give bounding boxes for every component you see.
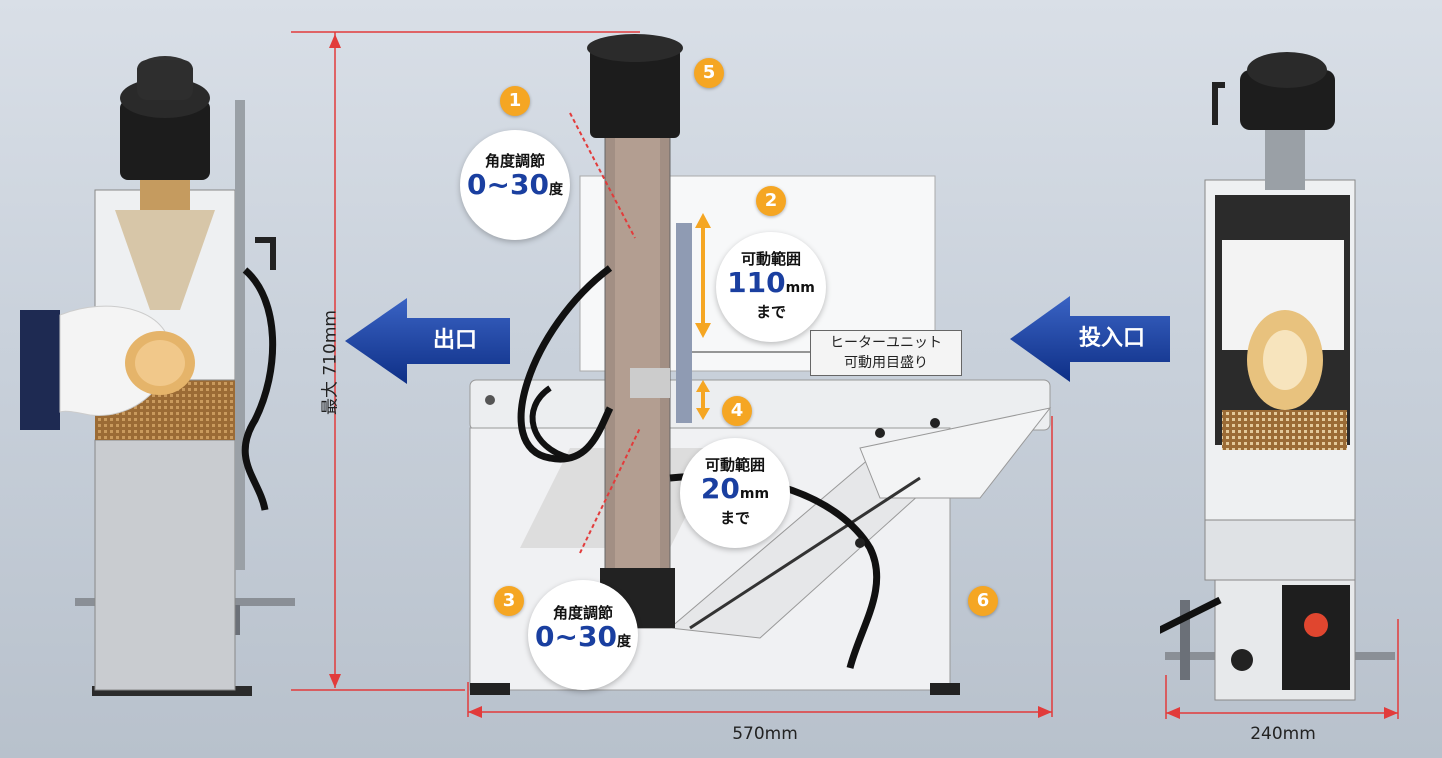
entry-arrow-icon	[1010, 296, 1170, 382]
range-callout-upper-title: 可動範囲	[740, 250, 801, 268]
exit-label: 出口	[432, 328, 477, 353]
heater-scale-label-line2: 可動用目盛り	[844, 355, 928, 371]
marker-6: 6	[968, 586, 998, 616]
marker-2: 2	[756, 186, 786, 216]
range-callout-lower-unit: mm	[739, 486, 770, 502]
range-callout-lower: 可動範囲 20mm まで	[680, 438, 790, 548]
range-callout-upper-value: 110	[727, 266, 786, 299]
marker-4: 4	[722, 396, 752, 426]
range-callout-upper: 可動範囲 110mm まで	[716, 232, 826, 342]
height-dimension-label: 最大 710mm	[320, 310, 341, 415]
angle-callout-top: 角度調節 0~30度	[460, 130, 570, 240]
angle-callout-top-unit: 度	[548, 182, 563, 198]
angle-callout-bottom-title: 角度調節	[552, 604, 613, 622]
exit-arrow-icon	[345, 298, 510, 384]
marker-3: 3	[494, 586, 524, 616]
angle-callout-top-value: 0~30	[467, 168, 549, 201]
range-callout-lower-value: 20	[700, 472, 740, 505]
angle-callout-top-title: 角度調節	[484, 152, 545, 170]
range-callout-lower-title: 可動範囲	[704, 456, 765, 474]
range-callout-lower-suffix: まで	[719, 509, 750, 527]
width-dimension-line	[467, 416, 1053, 718]
right-machine-illustration	[1160, 52, 1395, 701]
left-machine-illustration	[20, 56, 295, 696]
heater-scale-label: ヒーターユニット 可動用目盛り	[810, 330, 962, 376]
marker-5: 5	[694, 58, 724, 88]
angle-callout-bottom-value: 0~30	[535, 620, 617, 653]
angle-callout-bottom: 角度調節 0~30度	[528, 580, 638, 690]
width-dimension-label: 570mm	[732, 724, 798, 744]
heater-scale-label-line1: ヒーターユニット	[830, 335, 942, 351]
marker-1: 1	[500, 86, 530, 116]
angle-callout-bottom-unit: 度	[616, 634, 631, 650]
depth-dimension-label: 240mm	[1250, 724, 1316, 744]
depth-dimension-line	[1165, 619, 1399, 719]
entry-label: 投入口	[1078, 326, 1145, 351]
height-dimension-line	[291, 31, 640, 691]
range-callout-upper-suffix: まで	[755, 303, 786, 321]
range-callout-upper-unit: mm	[785, 280, 815, 296]
